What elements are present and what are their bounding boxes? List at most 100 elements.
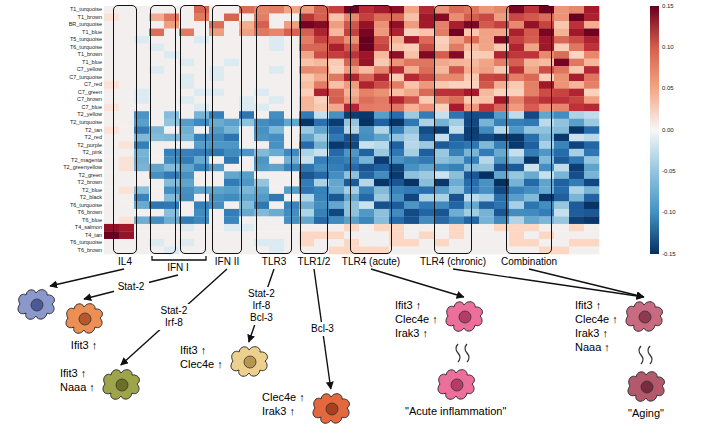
heatmap-cell [584, 29, 599, 37]
heatmap-cell [584, 6, 599, 14]
heatmap-cell [524, 164, 539, 172]
heatmap-cell [584, 66, 599, 74]
heatmap-cell [449, 224, 464, 232]
heatmap-cell [194, 6, 209, 14]
row-label: T2_blue [82, 187, 102, 194]
heatmap-cell [179, 29, 194, 37]
heatmap-cell [494, 89, 509, 97]
group-outline [180, 5, 206, 254]
heatmap-cell [164, 149, 179, 157]
heatmap-cell [224, 104, 239, 112]
heatmap-cell [149, 74, 164, 82]
heatmap-cell [524, 111, 539, 119]
heatmap-cell [404, 126, 419, 134]
heatmap-cell [434, 59, 449, 67]
heatmap-cell [179, 224, 194, 232]
heatmap-cell [524, 126, 539, 134]
heatmap-cell [149, 119, 164, 127]
arrow-connector [453, 269, 644, 297]
gene-label: Irak3 ↑ [395, 326, 438, 340]
heatmap-cell [344, 14, 359, 22]
heatmap-cell [299, 89, 314, 97]
heatmap-cell [329, 201, 344, 209]
heatmap-cell [419, 119, 434, 127]
heatmap-cell [374, 96, 389, 104]
heatmap-cell [554, 134, 569, 142]
heatmap-cell [374, 111, 389, 119]
heatmap-cell [584, 224, 599, 232]
heatmap-cell [404, 224, 419, 232]
heatmap-cell [299, 126, 314, 134]
heatmap-cell [104, 201, 119, 209]
heatmap-cell [449, 29, 464, 37]
heatmap-cell [329, 6, 344, 14]
heatmap-cell [344, 6, 359, 14]
heatmap-cell [539, 14, 554, 22]
heatmap-cell [509, 186, 524, 194]
heatmap-cell [479, 81, 494, 89]
heatmap-cell [359, 89, 374, 97]
heatmap-cell [494, 29, 509, 37]
heatmap-cell [434, 209, 449, 217]
heatmap-cell [224, 156, 239, 164]
heatmap-cell [509, 231, 524, 239]
row-label: T2_greenyellow [63, 164, 102, 171]
heatmap-cell [494, 164, 509, 172]
heatmap-cell [524, 239, 539, 247]
heatmap-cell [359, 59, 374, 67]
heatmap-cell [509, 74, 524, 82]
heatmap-cell [569, 74, 584, 82]
heatmap-cell [164, 201, 179, 209]
heatmap-cell [344, 36, 359, 44]
heatmap-cell [509, 126, 524, 134]
heatmap-cell [104, 66, 119, 74]
row-label: T2_green [78, 172, 102, 179]
group-label: TLR4 (chronic) [420, 256, 486, 268]
stimulus-group: Combination [506, 5, 552, 268]
heatmap-cell [224, 44, 239, 52]
heatmap-cell [329, 29, 344, 37]
heatmap-cell [584, 89, 599, 97]
row-label: T2_magenta [71, 157, 102, 164]
row-label: T1_brown [78, 14, 102, 21]
heatmap-cell [374, 156, 389, 164]
gene-label: Naaa ↑ [575, 340, 618, 354]
heatmap-cell [449, 96, 464, 104]
heatmap-cell [374, 126, 389, 134]
heatmap-cell [374, 179, 389, 187]
heatmap-cell [434, 186, 449, 194]
heatmap-cell [344, 111, 359, 119]
group-outline [212, 5, 242, 254]
heatmap-cell [179, 164, 194, 172]
heatmap-cell [524, 224, 539, 232]
heatmap-cell [509, 209, 524, 217]
heatmap-cell [479, 231, 494, 239]
gene-list: Ifit3 ↑ [71, 338, 97, 352]
heatmap-cell [404, 179, 419, 187]
heatmap-cell [494, 36, 509, 44]
heatmap-cell [119, 126, 134, 134]
heatmap-cell [419, 201, 434, 209]
heatmap-cell [569, 104, 584, 112]
heatmap-cell [164, 209, 179, 217]
heatmap-cell [194, 74, 209, 82]
group-outline [434, 5, 472, 254]
heatmap-cell [224, 171, 239, 179]
heatmap-cell [299, 29, 314, 37]
heatmap-cell [584, 134, 599, 142]
heatmap-cell [344, 186, 359, 194]
cell-body [438, 370, 475, 400]
heatmap-cell [554, 96, 569, 104]
heatmap-cell [269, 141, 284, 149]
heatmap-cell [569, 179, 584, 187]
heatmap-cell [344, 44, 359, 52]
heatmap-cell [104, 14, 119, 22]
heatmap-cell [329, 89, 344, 97]
heatmap-cell [539, 149, 554, 157]
heatmap-cell [419, 239, 434, 247]
heatmap-cell [119, 36, 134, 44]
heatmap-cell [224, 164, 239, 172]
cell-body [313, 394, 350, 424]
row-label: T4_tan [85, 232, 102, 239]
heatmap-cell [479, 239, 494, 247]
